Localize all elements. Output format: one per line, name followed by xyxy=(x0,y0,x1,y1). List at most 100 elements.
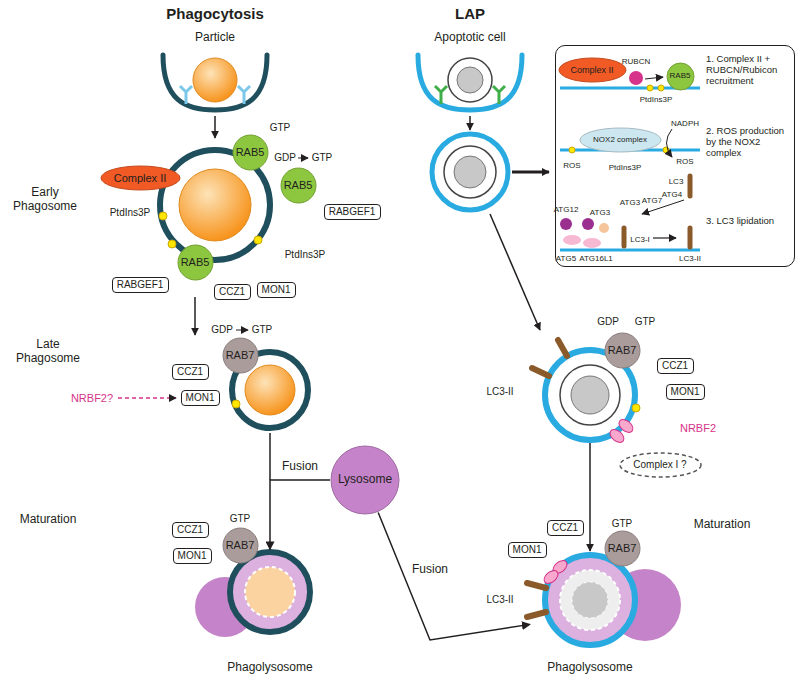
rab-gtpase: RAB7 xyxy=(222,337,259,374)
protein-box: RABGEF1 xyxy=(324,204,381,220)
ptdins3p-dot xyxy=(254,236,262,244)
rab-gtpase: RAB7 xyxy=(222,527,259,564)
node-label: RAB7 xyxy=(608,344,637,357)
step-arrow xyxy=(589,443,591,551)
phagolysosome: Phagolysosome xyxy=(530,555,650,675)
atg12-dot xyxy=(582,218,594,230)
ptdins3p-dot xyxy=(632,404,640,412)
label: Maturation xyxy=(694,518,751,532)
label: Early Phagosome xyxy=(8,186,83,214)
label: ATG3 xyxy=(590,208,610,217)
phagolysosome-membrane xyxy=(230,552,310,632)
node-label: Complex II xyxy=(570,65,613,75)
membrane xyxy=(560,249,700,252)
nrbf2-arrow xyxy=(118,397,176,399)
label: ATG3 xyxy=(620,198,640,207)
receptor xyxy=(435,86,505,104)
node-label: RAB7 xyxy=(608,542,637,555)
label: NRBF2? xyxy=(71,392,113,405)
label: Late Phagosome xyxy=(11,338,86,366)
cell-nucleus xyxy=(571,376,609,414)
lipidation-arrow xyxy=(653,237,676,238)
atg16l1-shape xyxy=(583,238,601,248)
label: GDP xyxy=(274,152,296,164)
degraded-cell xyxy=(560,570,620,630)
cell-nucleus xyxy=(572,582,608,618)
label: PtdIns3P xyxy=(640,95,672,104)
step-arrow xyxy=(214,116,216,138)
node-outline xyxy=(559,58,626,82)
exchange-arrow xyxy=(298,158,308,159)
label: GTP xyxy=(270,122,291,134)
label: LC3-I xyxy=(630,235,650,244)
node-label: CCZ1 xyxy=(552,522,578,534)
particle xyxy=(179,169,251,241)
node-label: RAB5 xyxy=(284,179,313,192)
node-outline xyxy=(281,168,316,203)
label: LC3-II xyxy=(679,254,701,263)
label: NADPH xyxy=(671,119,699,128)
protein-box: CCZ1 xyxy=(657,358,694,374)
protein-box: MON1 xyxy=(257,282,296,298)
node-outline xyxy=(620,453,701,477)
label: PtdIns3P xyxy=(609,163,641,172)
step-arrow xyxy=(469,116,471,130)
label: ROS xyxy=(676,157,693,166)
protein-complex: Complex II xyxy=(100,165,181,191)
node-label: Complex II xyxy=(114,172,167,185)
protein-box: MON1 xyxy=(173,548,212,564)
step-line xyxy=(269,433,271,480)
node-outline xyxy=(580,128,661,152)
ptdins3p-dot xyxy=(658,85,664,91)
node-outline xyxy=(101,166,180,190)
node-outline xyxy=(178,245,213,280)
label: LC3 xyxy=(669,177,684,186)
label: GTP xyxy=(635,316,656,328)
rab-gtpase: RAB7 xyxy=(604,530,641,567)
node-label: MON1 xyxy=(186,392,215,404)
ptdins3p-dot xyxy=(647,85,653,91)
nrbf2-shape xyxy=(608,427,627,445)
label: LAP xyxy=(455,5,485,22)
phagolysosome-membrane xyxy=(545,555,635,645)
fusion-arrow xyxy=(378,512,530,640)
apoptotic-cell xyxy=(448,58,492,102)
rab-gtpase: RAB5 xyxy=(280,167,317,204)
node-label: RABGEF1 xyxy=(117,279,164,291)
label: Maturation xyxy=(20,513,77,527)
exchange-arrow xyxy=(236,330,248,331)
protein-complex: Complex I ? xyxy=(619,452,702,478)
label: GTP xyxy=(252,324,273,336)
protein-box: MON1 xyxy=(666,384,705,400)
lap-phagosome xyxy=(432,134,508,210)
node-outline xyxy=(605,531,640,566)
rab-gtpase: RAB5 xyxy=(232,134,269,171)
phagocytic-cup xyxy=(163,55,267,110)
protein-box: MON1 xyxy=(508,542,547,558)
node-label: MON1 xyxy=(513,544,542,556)
node-label: MON1 xyxy=(178,550,207,562)
edge-label: Fusion xyxy=(410,563,450,577)
degraded-particle xyxy=(245,567,295,617)
label: PtdIns3P xyxy=(110,207,151,219)
rubcn-dot xyxy=(629,71,643,85)
label: ATG7 xyxy=(642,196,662,205)
step-text: 3. LC3 lipidation xyxy=(706,216,792,227)
label: GTP xyxy=(312,152,333,164)
particle xyxy=(245,365,295,415)
label: ROS xyxy=(563,161,580,170)
label: LC3-II xyxy=(486,386,513,398)
rab-gtpase: RAB5 xyxy=(666,62,695,91)
ptdins3p-dot xyxy=(159,212,167,220)
ptdins3p-dot xyxy=(168,240,176,248)
protein-box: MON1 xyxy=(181,390,220,406)
rab-gtpase: RAB5 xyxy=(177,244,214,281)
lap-cup xyxy=(418,55,522,110)
atg3-dot xyxy=(599,223,609,233)
cell-nucleus xyxy=(457,67,483,93)
label: ATG12 xyxy=(554,205,579,214)
lc3-rod xyxy=(527,612,546,617)
lysosome: Lysosome xyxy=(330,445,400,515)
